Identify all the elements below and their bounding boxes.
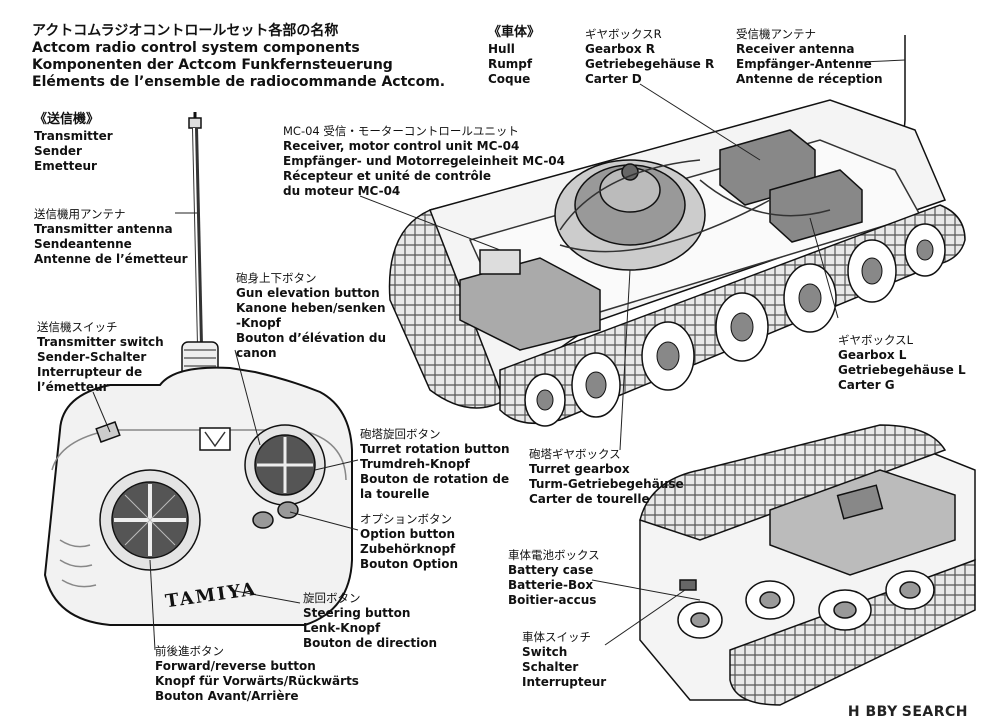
receiver-antenna-fr: Antenne de réception (736, 72, 883, 86)
hull-switch-fr: Interrupteur (522, 675, 607, 689)
forward-reverse-label: 前後進ボタン Forward/reverse button Knopf für … (155, 644, 359, 704)
steering-button-fr: Bouton de direction (303, 636, 438, 650)
gearbox-l-en: Gearbox L (838, 348, 907, 362)
transmitter-en: Transmitter (34, 129, 113, 143)
transmitter-label: 《送信機》 Transmitter Sender Emetteur (34, 111, 113, 174)
forward-reverse-de: Knopf für Vorwärts/Rückwärts (155, 674, 359, 688)
option-button-fr: Bouton Option (360, 557, 459, 571)
turret-gearbox-label: 砲塔ギヤボックス Turret gearbox Turm-Getriebegeh… (529, 447, 684, 507)
gearbox-l-de: Getriebegehäuse L (838, 363, 966, 377)
transmitter-switch-label: 送信機スイッチ Transmitter switch Sender-Schalt… (37, 320, 164, 395)
mc04-en: Receiver, motor control unit MC-04 (283, 139, 520, 153)
gun-elevation-fr1: Bouton d’élévation du (236, 331, 387, 345)
header-jp: アクトコムラジオコントロールセット各部の名称 (32, 23, 339, 39)
option-button-de: Zubehörknopf (360, 542, 456, 556)
transmitter-jp: 《送信機》 (34, 112, 100, 127)
gearbox-r-jp: ギヤボックスR (585, 27, 662, 41)
gearbox-l-fr: Carter G (838, 378, 895, 392)
steering-button-en: Steering button (303, 606, 411, 620)
leader-lines (92, 59, 906, 651)
hull-jp: 《車体》 (488, 25, 541, 40)
forward-reverse-en: Forward/reverse button (155, 659, 316, 673)
tank-underside-drawing (639, 424, 976, 706)
tank-chassis-drawing (388, 35, 966, 427)
hull-switch-de: Schalter (522, 660, 579, 674)
option-button-en: Option button (360, 527, 455, 541)
mc04-label: MC-04 受信・モーターコントロールユニット Receiver, motor … (283, 124, 565, 199)
gun-elevation-de1: Kanone heben/senken (236, 301, 386, 315)
hull-fr: Coque (488, 72, 531, 86)
steering-button-label: 旋回ボタン Steering button Lenk-Knopf Bouton … (303, 591, 437, 651)
hull-en: Hull (488, 42, 515, 56)
turret-rotation-label: 砲塔旋回ボタン Turret rotation button Trumdreh-… (360, 427, 510, 502)
mc04-fr1: Récepteur et unité de contrôle (283, 169, 491, 183)
gearbox-r-fr: Carter D (585, 72, 642, 86)
hull-de: Rumpf (488, 57, 533, 71)
mc04-de: Empfänger- und Motorregeleinheit MC-04 (283, 154, 565, 168)
turret-gearbox-fr: Carter de tourelle (529, 492, 650, 506)
transmitter-antenna-en: Transmitter antenna (34, 222, 173, 236)
turret-gearbox-en: Turret gearbox (529, 462, 630, 476)
turret-gearbox-de: Turm-Getriebegehäuse (529, 477, 684, 491)
gearbox-l-jp: ギヤボックスL (838, 333, 914, 347)
transmitter-antenna-label: 送信機用アンテナ Transmitter antenna Sendeantenn… (34, 207, 188, 267)
battery-case-fr: Boitier-accus (508, 593, 597, 607)
turret-rotation-fr1: Bouton de rotation de (360, 472, 510, 486)
hull-switch-label: 車体スイッチ Switch Schalter Interrupteur (522, 630, 606, 690)
header-fr: Eléments de l’ensemble de radiocommande … (32, 74, 446, 90)
turret-rotation-de: Trumdreh-Knopf (360, 457, 470, 471)
header-block: アクトコムラジオコントロールセット各部の名称 Actcom radio cont… (32, 22, 445, 91)
transmitter-drawing (43, 112, 353, 626)
gun-elevation-fr2: canon (236, 346, 277, 360)
turret-rotation-en: Turret rotation button (360, 442, 510, 456)
gearbox-r-label: ギヤボックスR Gearbox R Getriebegehäuse R Cart… (585, 27, 714, 87)
watermark-text: SEARCH (901, 704, 968, 720)
gun-elevation-en: Gun elevation button (236, 286, 380, 300)
mc04-jp: MC-04 受信・モーターコントロールユニット (283, 124, 519, 138)
gun-elevation-de2: -Knopf (236, 316, 281, 330)
transmitter-antenna-fr: Antenne de l’émetteur (34, 252, 188, 266)
hull-label: 《車体》 Hull Rumpf Coque (488, 24, 540, 87)
receiver-antenna-label: 受信機アンテナ Receiver antenna Empfänger-Anten… (736, 27, 883, 87)
receiver-antenna-en: Receiver antenna (736, 42, 855, 56)
gun-elevation-label: 砲身上下ボタン Gun elevation button Kanone hebe… (236, 271, 386, 361)
turret-rotation-jp: 砲塔旋回ボタン (360, 427, 441, 441)
transmitter-switch-jp: 送信機スイッチ (37, 320, 118, 334)
option-button-label: オプションボタン Option button Zubehörknopf Bout… (360, 512, 458, 572)
gearbox-r-en: Gearbox R (585, 42, 655, 56)
forward-reverse-fr: Bouton Avant/Arrière (155, 689, 299, 703)
hull-switch-jp: 車体スイッチ (522, 630, 591, 644)
mc04-fr2: du moteur MC-04 (283, 184, 401, 198)
transmitter-fr: Emetteur (34, 159, 97, 173)
transmitter-switch-de: Sender-Schalter (37, 350, 147, 364)
receiver-antenna-jp: 受信機アンテナ (736, 27, 817, 41)
transmitter-switch-fr1: Interrupteur de (37, 365, 143, 379)
header-de: Komponenten der Actcom Funkfernsteuerung (32, 57, 393, 73)
transmitter-switch-en: Transmitter switch (37, 335, 164, 349)
watermark-logo: H BBY (847, 704, 898, 720)
transmitter-antenna-de: Sendeantenne (34, 237, 132, 251)
turret-gearbox-jp: 砲塔ギヤボックス (529, 447, 621, 461)
transmitter-switch-fr2: l’émetteur (37, 380, 109, 394)
receiver-antenna-de: Empfänger-Antenne (736, 57, 872, 71)
transmitter-de: Sender (34, 144, 82, 158)
forward-reverse-jp: 前後進ボタン (155, 644, 224, 658)
battery-case-label: 車体電池ボックス Battery case Batterie-Box Boiti… (508, 548, 600, 608)
gun-elevation-jp: 砲身上下ボタン (236, 271, 317, 285)
watermark: H BBY SEARCH (848, 704, 968, 720)
battery-case-jp: 車体電池ボックス (508, 548, 600, 562)
transmitter-antenna-jp: 送信機用アンテナ (34, 207, 126, 221)
option-button-jp: オプションボタン (360, 512, 452, 526)
gearbox-r-de: Getriebegehäuse R (585, 57, 715, 71)
turret-rotation-fr2: la tourelle (360, 487, 430, 501)
steering-button-jp: 旋回ボタン (303, 591, 361, 605)
hull-switch-en: Switch (522, 645, 568, 659)
header-en: Actcom radio control system components (32, 40, 360, 56)
steering-button-de: Lenk-Knopf (303, 621, 381, 635)
gearbox-l-label: ギヤボックスL Gearbox L Getriebegehäuse L Cart… (838, 333, 966, 393)
battery-case-en: Battery case (508, 563, 594, 577)
battery-case-de: Batterie-Box (508, 578, 594, 592)
